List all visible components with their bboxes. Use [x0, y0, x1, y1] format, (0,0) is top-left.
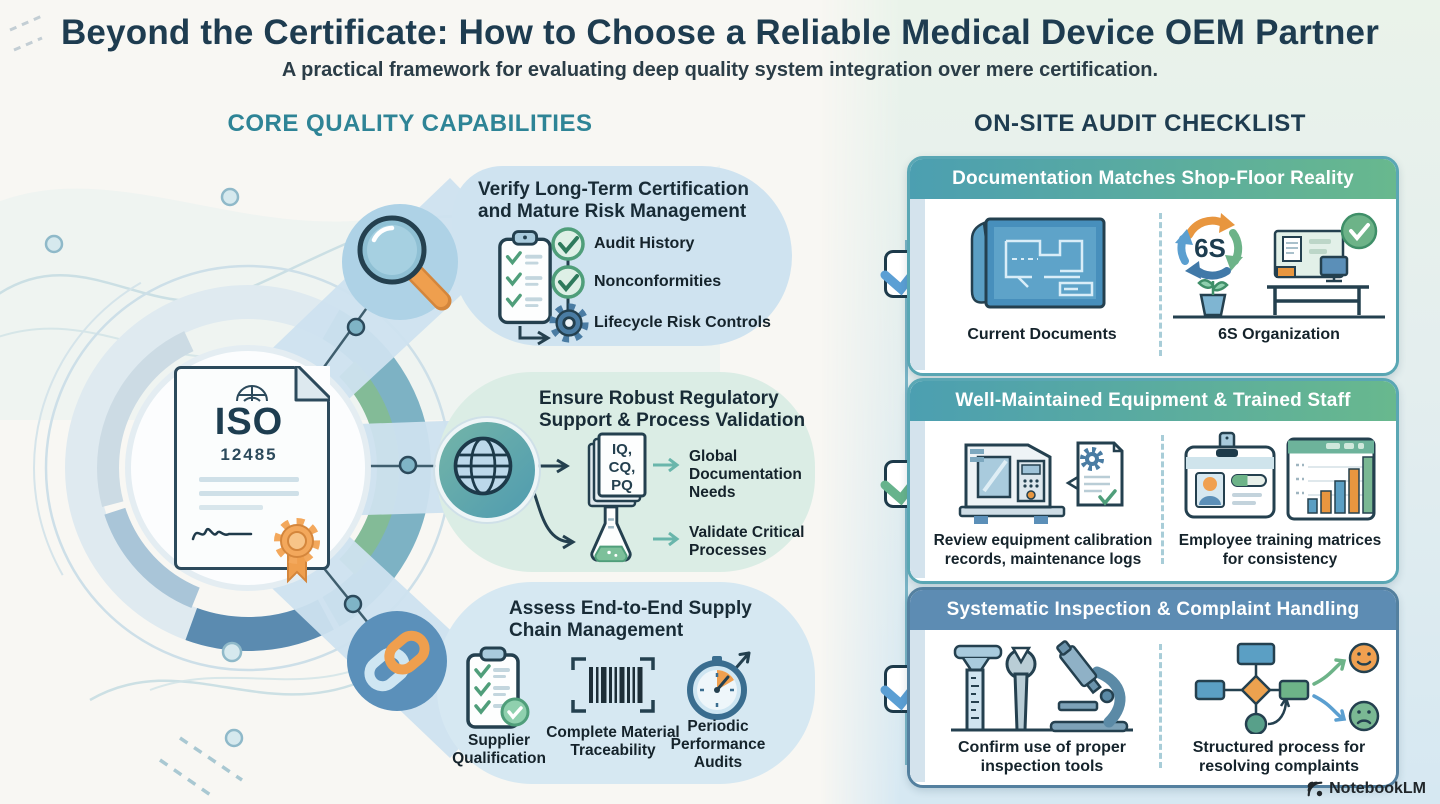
left-section-heading: CORE QUALITY CAPABILITIES: [227, 110, 593, 137]
audit-card-documentation: Documentation Matches Shop-Floor Reality: [907, 156, 1399, 376]
gear-icon: [549, 303, 589, 343]
certificate-standard: ISO: [214, 401, 284, 443]
flask-icon: [590, 505, 632, 563]
audit-caption: Current Documents: [967, 326, 1117, 343]
globe-icon: [453, 436, 513, 496]
supplier-clipboard-icon: [466, 646, 530, 729]
6s-organization-icon: 6S: [1173, 212, 1385, 319]
capability-card-certification: Verify Long-Term Certification and Matur…: [452, 166, 792, 346]
iso-certificate: ISO 12485: [174, 366, 330, 584]
audit-caption: 6S Organization: [1218, 326, 1340, 343]
blueprint-icon: [970, 217, 1106, 309]
arrow-right-icon: [653, 458, 680, 472]
globe-badge: [435, 418, 539, 522]
audit-caption: Employee training matrices for consisten…: [1178, 532, 1382, 568]
stopwatch-icon: [687, 651, 751, 720]
magnifier-badge: [342, 204, 458, 320]
capability-title: Ensure Robust Regulatory Support & Proce…: [539, 388, 806, 431]
capability-item-label: Validate Critical Processes: [689, 524, 805, 559]
capability-item-label: Audit History: [594, 235, 695, 252]
audit-right-half: Structured process for resolving complai…: [1162, 630, 1396, 782]
chain-badge: [347, 611, 447, 711]
capability-item-label: Global Documentation Needs: [689, 448, 802, 501]
audit-right-half: Employee training matrices for consisten…: [1164, 421, 1396, 578]
chain-link-icon: [364, 630, 430, 692]
audit-caption: Confirm use of proper inspection tools: [957, 739, 1126, 775]
page-title: Beyond the Certificate: How to Choose a …: [60, 13, 1380, 52]
capability-title: Verify Long-Term Certification and Matur…: [478, 179, 749, 222]
certificate-text-line: [199, 491, 299, 496]
capability-item-label: Periodic Performance Audits: [670, 718, 766, 771]
right-section-heading: ON-SITE AUDIT CHECKLIST: [974, 110, 1306, 137]
signature-icon: [191, 527, 253, 541]
page-fold-corner: [294, 366, 330, 402]
ribbon-seal-icon: [274, 518, 320, 584]
audit-card-equipment-staff: Well-Maintained Equipment & Trained Staf…: [907, 378, 1399, 584]
card-left-accent: [910, 421, 925, 578]
capability-title: Assess End-to-End Supply Chain Managemen…: [509, 598, 752, 641]
capability-item-label: Complete Material Traceability: [546, 724, 680, 759]
certificate-number: 12485: [220, 445, 278, 464]
svg-text:PQ: PQ: [611, 477, 633, 494]
card-divider: [1161, 435, 1164, 564]
capability-item-label: Lifecycle Risk Controls: [594, 314, 771, 331]
checklist-clipboard-icon: [498, 230, 552, 325]
capability-item-label: Nonconformities: [594, 273, 722, 290]
check-circle-icon: [551, 265, 585, 299]
audit-caption: Structured process for resolving complai…: [1192, 739, 1366, 775]
audit-left-half: Review equipment calibration records, ma…: [925, 421, 1161, 578]
svg-text:IQ,: IQ,: [612, 441, 632, 458]
iq-oq-pq-documents-icon: IQ, CQ, PQ: [587, 432, 647, 508]
svg-text:CQ,: CQ,: [609, 459, 636, 476]
certificate-text-line: [199, 477, 299, 482]
complaint-flowchart-icon: [1194, 642, 1380, 734]
page-subtitle: A practical framework for evaluating dee…: [281, 59, 1159, 81]
check-circle-icon: [551, 227, 585, 261]
svg-text:6S: 6S: [1194, 233, 1226, 263]
certificate-text-line: [199, 505, 263, 510]
barcode-icon: [571, 657, 655, 713]
audit-card-header: Documentation Matches Shop-Floor Reality: [910, 159, 1396, 199]
globe-glyph-icon: [236, 385, 268, 402]
audit-right-half: 6S 6S O: [1162, 199, 1396, 370]
audit-card-inspection-complaints: Systematic Inspection & Complaint Handli…: [907, 587, 1399, 788]
card-left-accent: [910, 630, 925, 782]
notebooklm-brand-text: NotebookLM: [1329, 780, 1426, 797]
magnifier-icon: [357, 215, 452, 311]
audit-left-half: Current Documents: [925, 199, 1159, 370]
machine-calibration-icon: [958, 441, 1124, 524]
notebooklm-logo-icon: [1307, 781, 1323, 797]
card-divider: [1159, 644, 1162, 768]
audit-caption: Review equipment calibration records, ma…: [933, 532, 1153, 568]
audit-left-half: Confirm use of proper inspection tools: [925, 630, 1159, 782]
card-left-accent: [910, 199, 925, 370]
inspection-tools-icon: [951, 640, 1133, 733]
audit-card-header: Well-Maintained Equipment & Trained Staf…: [910, 381, 1396, 421]
training-matrix-icon: [1184, 431, 1376, 521]
card-divider: [1159, 213, 1162, 356]
notebooklm-watermark: NotebookLM: [1306, 780, 1426, 798]
arrow-right-icon: [653, 532, 680, 546]
capability-item-label: Supplier Qualification: [452, 732, 546, 767]
capability-card-supply-chain: Assess End-to-End Supply Chain Managemen…: [437, 582, 815, 784]
audit-card-header: Systematic Inspection & Complaint Handli…: [910, 590, 1396, 630]
